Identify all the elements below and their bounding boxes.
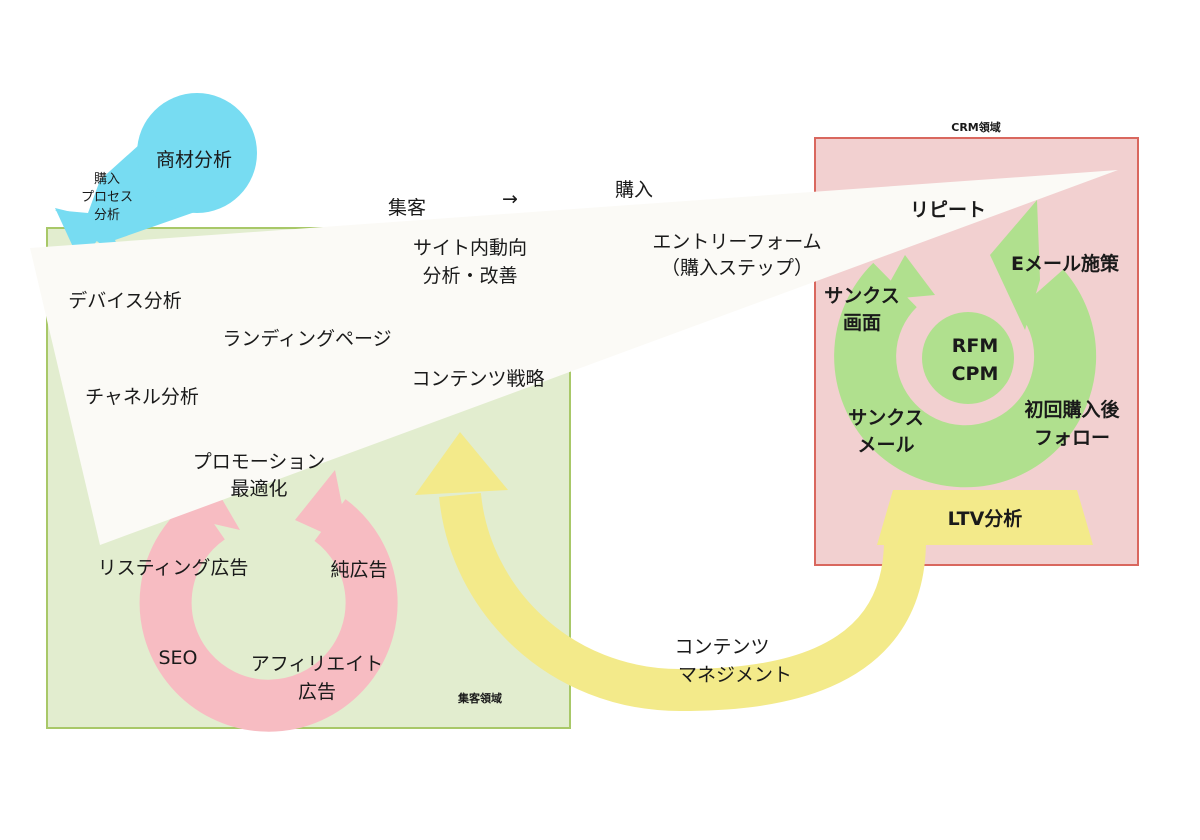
promotion-line2: 最適化 [230, 478, 287, 500]
content-strategy: コンテンツ戦略 [411, 368, 544, 390]
content-management-arrow [415, 432, 1093, 712]
affiliate-line2: 広告 [298, 681, 336, 703]
pure-ads: 純広告 [330, 559, 387, 581]
follow-line1: 初回購入後 [1024, 398, 1120, 421]
funnel-repeat: リピート [910, 199, 986, 221]
funnel-arrow: → [502, 188, 518, 210]
center-line1: RFM [952, 335, 999, 357]
affiliate-line1: アフィリエイト [251, 653, 384, 675]
product-analysis-shape [55, 93, 257, 262]
purchase-process-line2: プロセス [81, 190, 133, 205]
content-management-line1: コンテンツ [674, 636, 769, 658]
thanks-mail-line1: サンクス [848, 407, 923, 429]
funnel-acquisition: 集客 [388, 197, 426, 219]
site-behavior-line2: 分析・改善 [422, 265, 517, 287]
crm-region-label: CRM領域 [951, 120, 1001, 134]
entry-form-line2: （購入ステップ） [661, 257, 813, 279]
thanks-mail-line2: メール [857, 434, 914, 456]
listing-ads: リスティング広告 [98, 557, 249, 579]
content-management-line2: マネジメント [678, 664, 792, 686]
landing-page: ランディングページ [222, 328, 391, 350]
entry-form-line1: エントリーフォーム [652, 231, 821, 253]
device-analysis: デバイス分析 [68, 290, 181, 312]
center-line2: CPM [952, 363, 999, 385]
acquisition-region-label: 集客領域 [457, 691, 502, 705]
purchase-process-line3: 分析 [94, 208, 120, 223]
follow-line2: フォロー [1034, 427, 1110, 449]
channel-analysis: チャネル分析 [85, 386, 199, 408]
thanks-page-line1: サンクス [824, 285, 899, 307]
ltv-shape [877, 490, 1093, 545]
promotion-line1: プロモーション [193, 451, 326, 473]
purchase-process-line1: 購入 [94, 172, 120, 187]
product-analysis-label: 商材分析 [156, 149, 232, 171]
email-campaign: Eメール施策 [1011, 252, 1120, 275]
thanks-page-line2: 画面 [843, 312, 881, 334]
site-behavior-line1: サイト内動向 [413, 237, 527, 259]
ltv-analysis: LTV分析 [948, 507, 1023, 530]
crm-cycle-arrow [834, 200, 1097, 488]
funnel-shape [30, 170, 1118, 545]
seo: SEO [158, 647, 197, 669]
funnel-purchase: 購入 [615, 179, 653, 201]
